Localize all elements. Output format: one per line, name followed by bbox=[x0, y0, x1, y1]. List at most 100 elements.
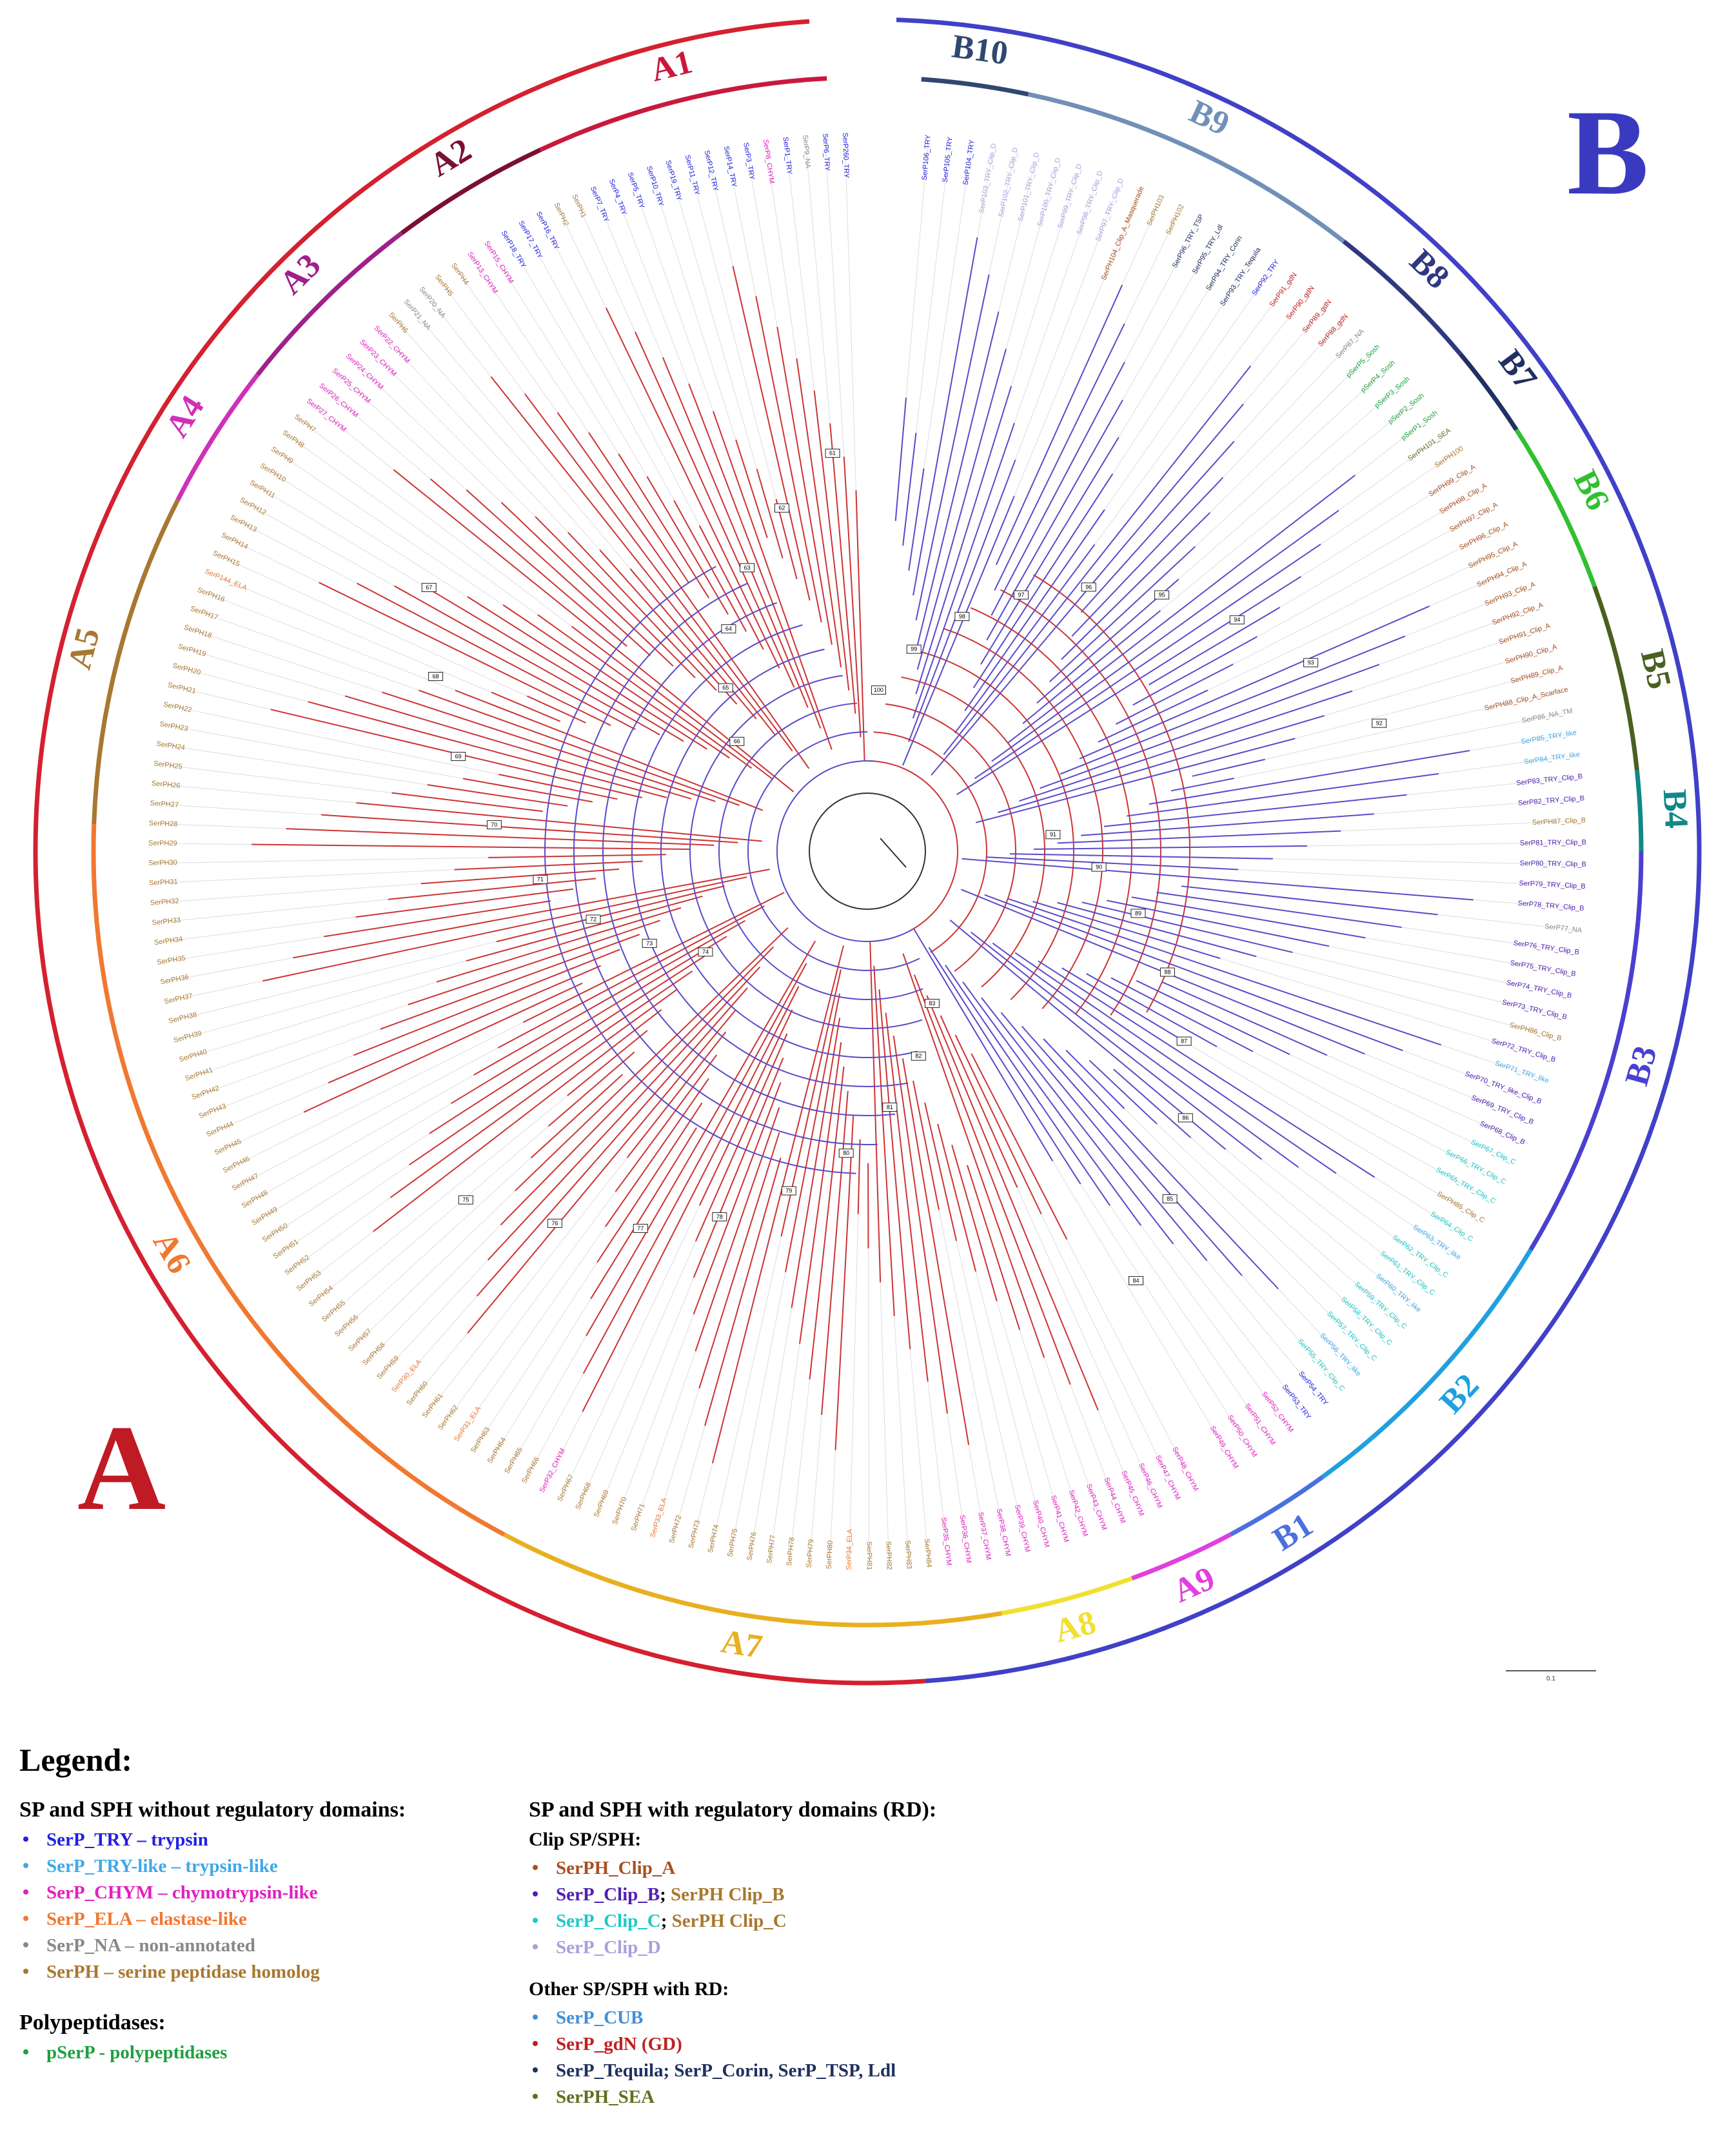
branch-b-guide bbox=[1365, 937, 1566, 973]
leaf-label: SerPH43 bbox=[198, 1102, 228, 1120]
leaf-label: SerP38_CHYM bbox=[995, 1508, 1012, 1557]
branch-a bbox=[756, 469, 784, 558]
clade-arc-a8 bbox=[1001, 1576, 1133, 1616]
leaf-label: SerPH12 bbox=[239, 496, 268, 517]
branch-a-guide bbox=[1067, 1239, 1192, 1482]
bootstrap-value: 81 bbox=[887, 1104, 893, 1110]
branch-a bbox=[857, 1139, 861, 1214]
branch-a bbox=[526, 695, 586, 724]
bootstrap-box bbox=[781, 1186, 796, 1196]
leaf-label: SerP68_Clip_B bbox=[1479, 1119, 1526, 1146]
leaf-label: SerPH51 bbox=[272, 1238, 301, 1261]
branch-b-guide bbox=[1011, 173, 1078, 386]
branch-a-guide bbox=[809, 1415, 822, 1559]
branch-b-arc bbox=[718, 702, 923, 1001]
clade-label-a1: A1 bbox=[647, 43, 696, 89]
leaf-label: SerPH75 bbox=[726, 1528, 739, 1557]
branch-a bbox=[388, 878, 597, 900]
leaf-label: SerPH77 bbox=[765, 1535, 777, 1564]
leaf-label: SerP99_TRY_Clip_D bbox=[1056, 163, 1083, 230]
bootstrap-value: 83 bbox=[929, 1000, 935, 1007]
branch-a-arc bbox=[943, 627, 1103, 1009]
branch-a bbox=[522, 892, 785, 1023]
branch-b bbox=[971, 931, 1263, 1160]
bootstrap-value: 82 bbox=[915, 1053, 922, 1059]
branch-a bbox=[408, 920, 660, 1006]
leaf-label: SerPH15 bbox=[212, 549, 241, 568]
branch-b-guide bbox=[1140, 1225, 1287, 1424]
leaf-label: SerP34_ELA bbox=[845, 1528, 854, 1570]
leaf-label: SerPH90_Clip_A bbox=[1504, 643, 1559, 665]
bootstrap-value: 84 bbox=[1133, 1277, 1139, 1284]
branch-b bbox=[956, 576, 1301, 796]
branch-a-guide bbox=[442, 283, 526, 395]
leaf-label: SerPH88_Clip_A_Scarface bbox=[1484, 685, 1569, 713]
leaf-label: SerP101_TRY_Clip_D bbox=[1017, 152, 1041, 222]
bootstrap-value: 68 bbox=[433, 673, 439, 680]
branch-a bbox=[597, 1102, 703, 1263]
branch-a-guide bbox=[177, 687, 271, 710]
legend-bullet bbox=[23, 1863, 28, 1869]
legend-left-item: SerP_CHYM – chymotrypsin-like bbox=[19, 1880, 522, 1906]
branch-a bbox=[514, 927, 789, 1192]
branch-b bbox=[1019, 690, 1353, 802]
leaf-label: SerPH58 bbox=[361, 1341, 387, 1367]
branch-a-guide bbox=[790, 1379, 811, 1557]
branch-b bbox=[1079, 606, 1430, 760]
branch-b bbox=[1107, 900, 1330, 947]
branch-a bbox=[951, 1145, 998, 1301]
branch-b-guide bbox=[1338, 435, 1443, 511]
leaf-label: SerPH91_Clip_A bbox=[1498, 622, 1552, 646]
branch-b bbox=[1081, 813, 1374, 836]
leaf-label: SerP144_ELA bbox=[204, 567, 248, 592]
branch-a bbox=[373, 1009, 662, 1232]
branch-a-guide bbox=[223, 1112, 304, 1150]
legend-item-text: ; bbox=[660, 1911, 672, 1931]
bootstrap-box bbox=[1045, 830, 1061, 840]
branch-b bbox=[1038, 960, 1376, 1178]
branch-a-guide bbox=[1098, 1410, 1139, 1507]
clade-label-b1: B1 bbox=[1267, 1506, 1319, 1558]
branch-a-guide bbox=[669, 170, 758, 469]
branch-b bbox=[986, 399, 1123, 641]
leaf-label: SerPH25 bbox=[153, 760, 183, 771]
branch-a-guide bbox=[268, 469, 468, 597]
leaf-label: SerP8_CHYM bbox=[762, 139, 776, 184]
leaf-label: SerP7_TRY bbox=[589, 186, 611, 224]
leaf-label: SerP87_NA bbox=[1334, 328, 1366, 360]
branch-a-guide bbox=[996, 1301, 1064, 1533]
legend-clip-item: SerP_Clip_B; SerPH Clip_B bbox=[529, 1882, 1109, 1908]
bootstrap-value: 66 bbox=[734, 738, 740, 745]
branch-a bbox=[626, 1031, 727, 1159]
branch-a bbox=[488, 854, 667, 858]
branch-b-guide bbox=[923, 149, 972, 469]
branch-b bbox=[1098, 689, 1208, 743]
branch-a-guide bbox=[159, 869, 455, 883]
branch-a bbox=[913, 974, 1071, 1385]
branch-a bbox=[321, 814, 738, 843]
branch-a-guide bbox=[261, 1103, 451, 1219]
clade-arc-a7 bbox=[502, 1532, 1002, 1628]
branch-a bbox=[693, 1082, 782, 1315]
branch-b bbox=[994, 323, 1125, 591]
leaf-label: SerPH103 bbox=[1145, 194, 1166, 227]
leaf-label: SerPH47 bbox=[231, 1172, 260, 1193]
leaf-label: SerPH71 bbox=[630, 1502, 647, 1532]
bootstrap-box bbox=[1154, 590, 1170, 600]
branch-a bbox=[582, 986, 800, 1412]
branch-a bbox=[635, 331, 795, 688]
leaf-label: SerPH28 bbox=[149, 820, 178, 829]
branch-a-guide bbox=[825, 143, 845, 457]
legend-left-item: SerP_NA – non-annotated bbox=[19, 1933, 522, 1959]
branch-a bbox=[869, 941, 882, 1283]
group-b-ring bbox=[896, 17, 1702, 1684]
leaf-label: SerPH62 bbox=[437, 1404, 460, 1432]
branch-a bbox=[324, 900, 551, 938]
branch-a-guide bbox=[193, 630, 382, 693]
branch-a bbox=[427, 783, 568, 807]
legend-item-text: ; bbox=[660, 1884, 671, 1905]
branch-b bbox=[908, 468, 925, 571]
branch-a bbox=[604, 1078, 709, 1227]
bootstrap-value: 86 bbox=[1182, 1114, 1189, 1121]
